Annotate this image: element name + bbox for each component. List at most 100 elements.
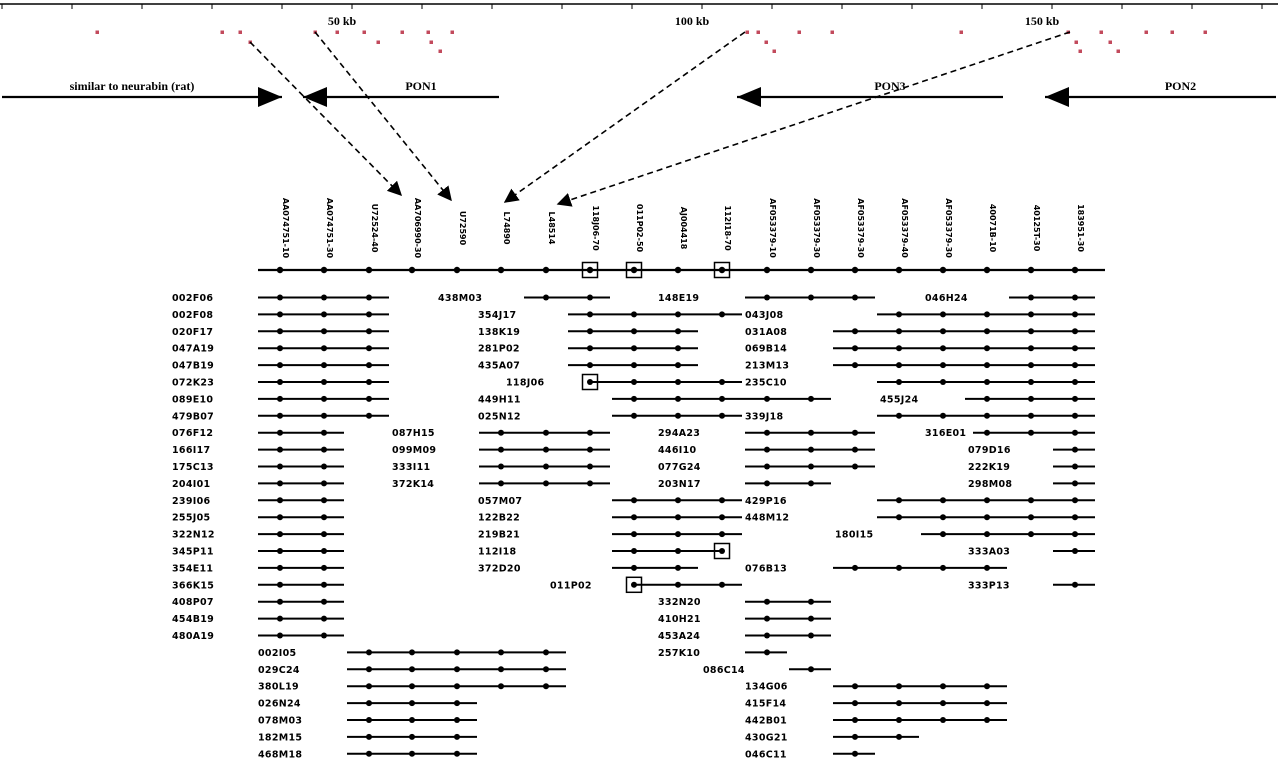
clone-marker-dot (984, 379, 990, 385)
similarity-dot (1170, 30, 1174, 34)
clone-marker-dot (1072, 311, 1078, 318)
clone-label: 204I01 (172, 479, 210, 490)
clone-marker-dot (984, 328, 990, 335)
clone-marker-dot (366, 345, 372, 352)
marker-dot (453, 266, 461, 274)
marker-dot (408, 266, 416, 274)
clone-marker-dot (631, 311, 637, 318)
gene-arrowhead (303, 87, 327, 107)
clone-marker-dot (764, 615, 770, 622)
clone-label: 442B01 (745, 716, 787, 727)
clone-label: 175C13 (172, 462, 214, 473)
clone-marker-dot (409, 717, 415, 723)
similarity-dot (764, 40, 768, 44)
clone-marker-dot (675, 531, 681, 538)
clone-label: 239I06 (172, 496, 210, 507)
scale-label: 100 kb (675, 14, 710, 28)
clone-marker-dot (321, 581, 327, 588)
clone-label: 087H15 (392, 428, 435, 439)
marker-label: AF053379-30 (812, 198, 821, 258)
marker-label: 112I18-70 (723, 205, 732, 251)
clone-marker-dot (543, 429, 549, 436)
clone-marker-dot (675, 564, 681, 571)
clone-marker-dot (940, 700, 946, 707)
clone-label: 138K19 (478, 327, 520, 338)
clone-marker-dot (808, 463, 814, 470)
clone-marker-dot (321, 632, 327, 639)
clone-marker-dot (498, 649, 504, 656)
marker-dot (718, 266, 726, 274)
clone-marker-dot (940, 531, 946, 538)
clone-marker-dot (1072, 412, 1078, 419)
clone-marker-dot (543, 294, 549, 301)
marker-label: AA074751-30 (325, 198, 334, 259)
clone-marker-dot (896, 683, 902, 690)
clone-marker-dot (808, 632, 814, 639)
marker-label: 40125T-30 (1032, 205, 1041, 252)
clone-marker-dot (277, 362, 283, 369)
clone-marker-dot (498, 446, 504, 453)
clone-marker-dot (675, 395, 681, 402)
clone-marker-dot (366, 666, 372, 673)
clone-marker-dot (764, 429, 770, 436)
clone-marker-dot (719, 497, 725, 504)
clone-label: 222K19 (968, 462, 1010, 473)
clone-marker-dot (498, 429, 504, 436)
similarity-dot (362, 30, 366, 34)
clone-marker-dot (940, 514, 946, 521)
clone-marker-dot (896, 700, 902, 707)
clone-label: 415F14 (745, 699, 786, 710)
clone-marker-dot (896, 497, 902, 504)
clone-marker-dot (321, 514, 327, 521)
clone-marker-dot (852, 446, 858, 453)
gene-label: similar to neurabin (rat) (70, 79, 195, 93)
clone-marker-dot (366, 379, 372, 385)
clone-label: 180I15 (835, 530, 873, 541)
clone-label: 354J17 (478, 310, 516, 321)
clone-marker-dot (1072, 548, 1078, 554)
clone-label: 354E11 (172, 563, 213, 574)
clone-marker-dot (1072, 345, 1078, 352)
clone-marker-dot (896, 564, 902, 571)
clone-end-box (581, 373, 599, 391)
clone-label: 322N12 (172, 530, 215, 541)
clone-label: 166I17 (172, 445, 210, 456)
clone-marker-dot (1028, 395, 1034, 402)
clone-marker-dot (321, 395, 327, 402)
clone-marker-dot (940, 717, 946, 723)
clone-marker-dot (852, 345, 858, 352)
clone-marker-dot (675, 362, 681, 369)
clone-marker-dot (409, 649, 415, 656)
clone-marker-dot (366, 700, 372, 707)
clone-marker-dot (366, 717, 372, 723)
clone-marker-dot (366, 649, 372, 656)
gene-label: PON3 (874, 79, 905, 93)
clone-marker-dot (896, 362, 902, 369)
clone-label: 219B21 (478, 530, 520, 541)
clone-marker-dot (631, 362, 637, 369)
clone-marker-dot (1072, 531, 1078, 538)
clone-marker-dot (277, 497, 283, 504)
clone-marker-dot (277, 548, 283, 554)
clone-marker-dot (1028, 514, 1034, 521)
clone-label: 339J18 (745, 411, 783, 422)
clone-marker-dot (321, 294, 327, 301)
marker-end-box (625, 261, 643, 279)
similarity-dot (400, 30, 404, 34)
clone-marker-dot (896, 328, 902, 335)
clone-marker-dot (1028, 412, 1034, 419)
clone-marker-dot (321, 548, 327, 554)
clone-marker-dot (719, 548, 725, 554)
clone-label: 043J08 (745, 310, 783, 321)
clone-marker-dot (587, 345, 593, 352)
clone-label: 213M13 (745, 361, 789, 372)
marker-dot (365, 266, 373, 274)
clone-marker-dot (454, 733, 460, 740)
clone-marker-dot (277, 581, 283, 588)
clone-marker-dot (631, 564, 637, 571)
clone-label: 298M08 (968, 479, 1012, 490)
clone-end-box (625, 576, 643, 594)
clone-marker-dot (764, 649, 770, 656)
